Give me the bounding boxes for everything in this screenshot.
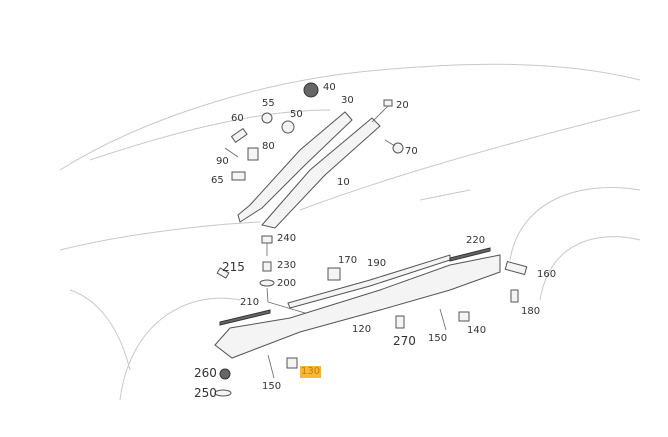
car-rear-wheel	[539, 236, 641, 301]
part-label-80[interactable]: 80	[262, 141, 275, 152]
part-label-90[interactable]: 90	[216, 156, 229, 167]
car-front-wheel-arch	[119, 297, 241, 401]
car-windshield-line	[89, 109, 331, 161]
part-label-160[interactable]: 160	[537, 269, 557, 280]
part-20-shape	[383, 99, 393, 107]
part-230-shape	[262, 261, 272, 272]
part-220-shape	[449, 247, 491, 262]
part-label-130-highlighted[interactable]: 130	[300, 366, 322, 378]
part-label-220[interactable]: 220	[466, 235, 486, 246]
part-250-shape	[214, 389, 232, 397]
part-label-60[interactable]: 60	[231, 113, 244, 124]
part-160-shape	[504, 260, 528, 276]
part-label-20[interactable]: 20	[396, 100, 409, 111]
part-200-shape	[259, 279, 275, 287]
part-180-shape	[510, 289, 519, 303]
part-label-210[interactable]: 210	[240, 297, 260, 308]
car-rear-wheel-arch	[509, 187, 641, 261]
part-label-70[interactable]: 70	[405, 146, 418, 157]
part-label-30[interactable]: 30	[341, 95, 354, 106]
part-label-215[interactable]: 215	[222, 260, 245, 274]
car-handle	[419, 189, 471, 201]
part-label-40[interactable]: 40	[323, 82, 336, 93]
part-label-140[interactable]: 140	[467, 325, 487, 336]
part-65-shape	[231, 171, 246, 181]
part-215-shape	[216, 267, 230, 279]
side-sill-panel-120	[214, 254, 501, 359]
part-label-230[interactable]: 230	[277, 260, 297, 271]
car-hood-line	[59, 221, 261, 251]
car-lower-line	[69, 289, 131, 371]
part-270-shape	[395, 315, 405, 329]
part-label-120[interactable]: 120	[352, 324, 372, 335]
part-label-190[interactable]: 190	[367, 258, 387, 269]
car-door-line	[299, 109, 641, 211]
part-55-shape	[261, 112, 273, 124]
part-40-shape	[303, 82, 319, 98]
part-label-270[interactable]: 270	[393, 334, 416, 348]
part-170-shape	[327, 267, 341, 281]
part-label-50[interactable]: 50	[290, 109, 303, 120]
part-label-150-left[interactable]: 150	[262, 381, 282, 392]
part-label-200[interactable]: 200	[277, 278, 297, 289]
car-roof-line	[59, 63, 641, 171]
part-label-10[interactable]: 10	[337, 177, 350, 188]
part-label-240[interactable]: 240	[277, 233, 297, 244]
part-140-shape	[458, 311, 470, 322]
a-pillar-trim-30	[237, 111, 353, 223]
part-50-shape	[281, 120, 295, 134]
part-240-shape	[261, 235, 273, 244]
part-70-shape	[392, 142, 404, 154]
part-label-250[interactable]: 250	[194, 386, 217, 400]
part-60-shape	[230, 127, 248, 143]
part-130-shape	[286, 357, 298, 369]
part-label-170[interactable]: 170	[338, 255, 358, 266]
part-label-180[interactable]: 180	[521, 306, 541, 317]
part-260-shape	[219, 368, 231, 380]
part-label-260[interactable]: 260	[194, 366, 217, 380]
part-150b-shape	[439, 308, 447, 331]
part-210-shape	[219, 309, 271, 326]
a-pillar-cover-10	[261, 117, 381, 229]
part-label-150-right[interactable]: 150	[428, 333, 448, 344]
part-label-65[interactable]: 65	[211, 175, 224, 186]
part-label-55[interactable]: 55	[262, 98, 275, 109]
part-80-shape	[247, 147, 259, 161]
part-90-shape	[224, 147, 239, 158]
part-150a-shape	[267, 354, 275, 379]
